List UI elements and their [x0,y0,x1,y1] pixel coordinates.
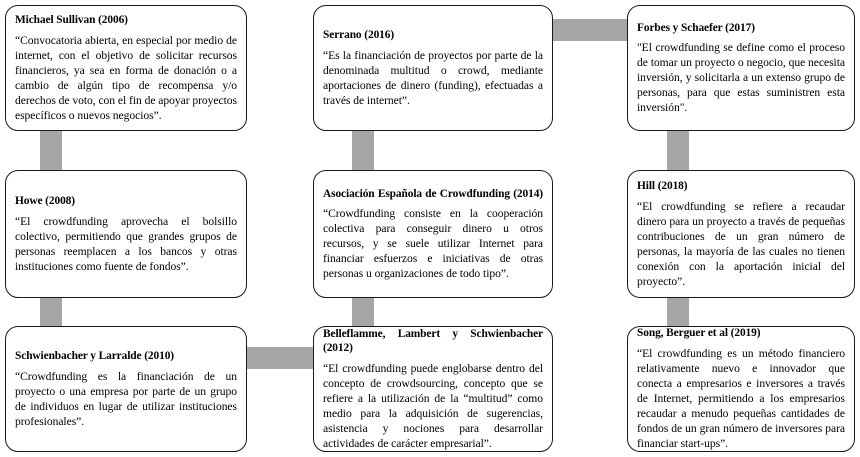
definition-title: Belleflamme, Lambert y Schwienbacher (20… [323,327,543,355]
connector-horizontal-row1-col2-col3 [550,19,636,41]
definition-box-song-berguer-2019[interactable]: Song, Berguer et al (2019) “El crowdfund… [627,326,855,452]
connector-vertical-col3-row1-row2 [667,129,689,179]
connector-horizontal-row3-col1-col2 [238,347,324,369]
connector-vertical-col2-row1-row2 [352,129,374,179]
definition-box-howe-2008[interactable]: Howe (2008) “El crowdfunding aprovecha e… [5,170,247,298]
definition-title: Song, Berguer et al (2019) [637,327,761,340]
definition-text: “Crowdfunding consiste en la cooperación… [323,207,543,281]
definition-box-schwienbacher-larralde-2010[interactable]: Schwienbacher y Larralde (2010) “Crowdfu… [5,326,247,452]
definition-text: "El crowdfunding se define como el proce… [637,41,845,115]
definition-title: Serrano (2016) [323,29,395,42]
definition-title: Forbes y Schaefer (2017) [637,21,755,34]
definition-title: Schwienbacher y Larralde (2010) [15,350,174,363]
definition-box-belleflamme-lambert-schwienbacher-2012[interactable]: Belleflamme, Lambert y Schwienbacher (20… [313,326,553,452]
definition-title: Asociación Española de Crowdfunding (201… [323,187,543,200]
definition-text: “El crowdfunding es un método financiero… [637,347,845,451]
definition-title: Michael Sullivan (2006) [15,14,128,27]
definition-title: Hill (2018) [637,180,688,193]
connector-vertical-col1-row1-row2 [40,129,62,179]
definition-text: “Es la financiación de proyectos por par… [323,48,543,107]
definition-text: “El crowdfunding puede englobarse dentro… [323,361,543,451]
definition-box-sullivan-2006[interactable]: Michael Sullivan (2006) “Convocatoria ab… [5,5,247,131]
definition-box-serrano-2016[interactable]: Serrano (2016) “Es la financiación de pr… [313,5,553,131]
definition-text: “El crowdfunding aprovecha el bolsillo c… [15,214,237,273]
definition-box-asociacion-espanola-crowdfunding-2014[interactable]: Asociación Española de Crowdfunding (201… [313,170,553,298]
definition-text: “Convocatoria abierta, en especial por m… [15,33,237,122]
definition-title: Howe (2008) [15,195,75,208]
definition-box-forbes-schaefer-2017[interactable]: Forbes y Schaefer (2017) "El crowdfundin… [627,5,855,131]
definition-text: “El crowdfunding se refiere a recaudar d… [637,199,845,288]
definition-text: “Crowdfunding es la financiación de un p… [15,369,237,428]
definition-box-hill-2018[interactable]: Hill (2018) “El crowdfunding se refiere … [627,170,855,298]
